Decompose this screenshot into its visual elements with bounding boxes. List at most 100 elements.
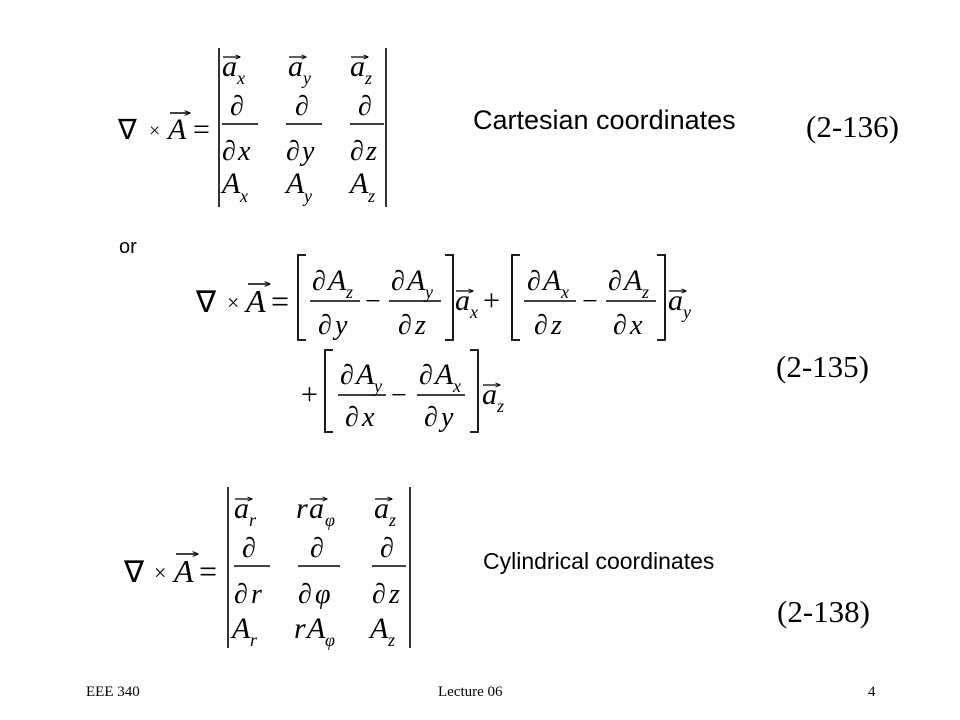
svg-text:a: a [309,492,324,525]
svg-text:∂: ∂ [242,533,256,564]
eq-number-cartesian: (2-136) [806,109,899,144]
svg-text:r: r [249,510,257,530]
svg-text:∂: ∂ [534,310,548,341]
svg-text:z: z [388,579,400,610]
svg-text:∂: ∂ [358,91,372,122]
svg-text:r: r [251,579,262,610]
svg-text:−: − [391,380,407,411]
svg-text:a: a [455,284,470,317]
svg-text:a: a [222,50,237,83]
eq-number-cylindrical: (2-138) [777,594,870,629]
svg-text:∂: ∂ [608,266,622,297]
svg-text:∂: ∂ [295,91,309,122]
svg-text:∂: ∂ [345,402,359,433]
svg-text:∂: ∂ [398,310,412,341]
svg-text:φ: φ [315,579,331,610]
svg-text:z: z [496,396,504,416]
svg-text:x: x [629,310,643,341]
svg-text:A: A [622,264,643,297]
svg-text:A: A [172,553,194,589]
svg-text:∂: ∂ [613,310,627,341]
footer-page-number: 4 [868,684,876,700]
svg-text:∂: ∂ [340,360,354,391]
svg-text:x: x [361,402,375,433]
svg-text:∂: ∂ [419,360,433,391]
svg-text:z: z [364,68,372,88]
svg-text:z: z [387,630,395,650]
svg-text:A: A [305,612,326,645]
svg-text:∂: ∂ [222,136,236,167]
svg-text:r: r [294,612,306,645]
svg-text:∂: ∂ [234,579,248,610]
svg-text:z: z [367,186,375,206]
svg-text:A: A [230,612,251,645]
svg-text:=: = [271,283,289,319]
svg-text:×: × [154,560,166,585]
equation-cylindrical: ∇ × A = a r r a φ a z ∂ ∂ r ∂ ∂ φ ∂ ∂ z … [123,487,411,650]
svg-text:x: x [239,186,248,206]
svg-text:a: a [482,378,497,411]
svg-text:x: x [237,136,251,167]
svg-text:∇: ∇ [123,556,145,589]
footer-course: EEE 340 [86,684,140,700]
svg-text:A: A [368,612,389,645]
svg-text:∂: ∂ [527,266,541,297]
svg-text:y: y [299,136,315,167]
eq-number-expanded: (2-135) [776,349,869,384]
equation-expanded: ∇ × A = ∂ A z ∂ y − ∂ A y ∂ z a x + ∂ A … [195,254,691,433]
svg-text:A: A [326,264,347,297]
svg-text:A: A [354,358,375,391]
or-label: or [119,236,137,258]
cartesian-label: Cartesian coordinates [473,105,736,135]
svg-text:z: z [365,136,377,167]
svg-text:∂: ∂ [298,579,312,610]
svg-text:+: + [301,378,318,411]
svg-text:A: A [405,264,426,297]
equation-cartesian: ∇ × A = a x a y a z ∂ ∂ x ∂ ∂ y ∂ ∂ z A … [117,48,387,207]
svg-text:∂: ∂ [380,533,394,564]
svg-text:−: − [365,286,381,317]
svg-text:y: y [302,186,312,206]
svg-text:∂: ∂ [318,310,332,341]
svg-text:A: A [284,167,305,200]
svg-text:∂: ∂ [350,136,364,167]
svg-text:∇: ∇ [195,286,217,319]
svg-text:A: A [541,264,562,297]
svg-text:r: r [296,492,308,525]
svg-text:a: a [350,50,365,83]
svg-text:a: a [288,50,303,83]
svg-text:A: A [348,167,369,200]
svg-text:=: = [199,553,217,589]
svg-text:A: A [166,113,187,146]
svg-text:A: A [244,283,266,319]
svg-text:∂: ∂ [424,402,438,433]
cylindrical-label: Cylindrical coordinates [483,548,715,574]
svg-text:y: y [438,402,454,433]
svg-text:∂: ∂ [391,266,405,297]
svg-text:x: x [560,282,569,302]
svg-text:y: y [372,376,382,396]
svg-text:∂: ∂ [310,533,324,564]
svg-text:×: × [227,290,239,315]
svg-text:y: y [301,68,311,88]
svg-text:x: x [236,68,245,88]
svg-text:a: a [234,492,249,525]
svg-text:φ: φ [325,630,335,650]
svg-text:x: x [452,376,461,396]
svg-text:−: − [582,286,598,317]
svg-text:∇: ∇ [117,115,137,146]
svg-text:a: a [668,284,683,317]
svg-text:y: y [332,310,348,341]
svg-text:z: z [345,282,353,302]
svg-text:z: z [550,310,562,341]
svg-text:∂: ∂ [230,91,244,122]
svg-text:A: A [220,167,241,200]
svg-text:x: x [469,302,478,322]
svg-text:z: z [414,310,426,341]
svg-text:r: r [250,630,258,650]
svg-text:y: y [423,282,433,302]
svg-text:z: z [641,282,649,302]
svg-text:z: z [388,510,396,530]
svg-text:a: a [374,492,389,525]
